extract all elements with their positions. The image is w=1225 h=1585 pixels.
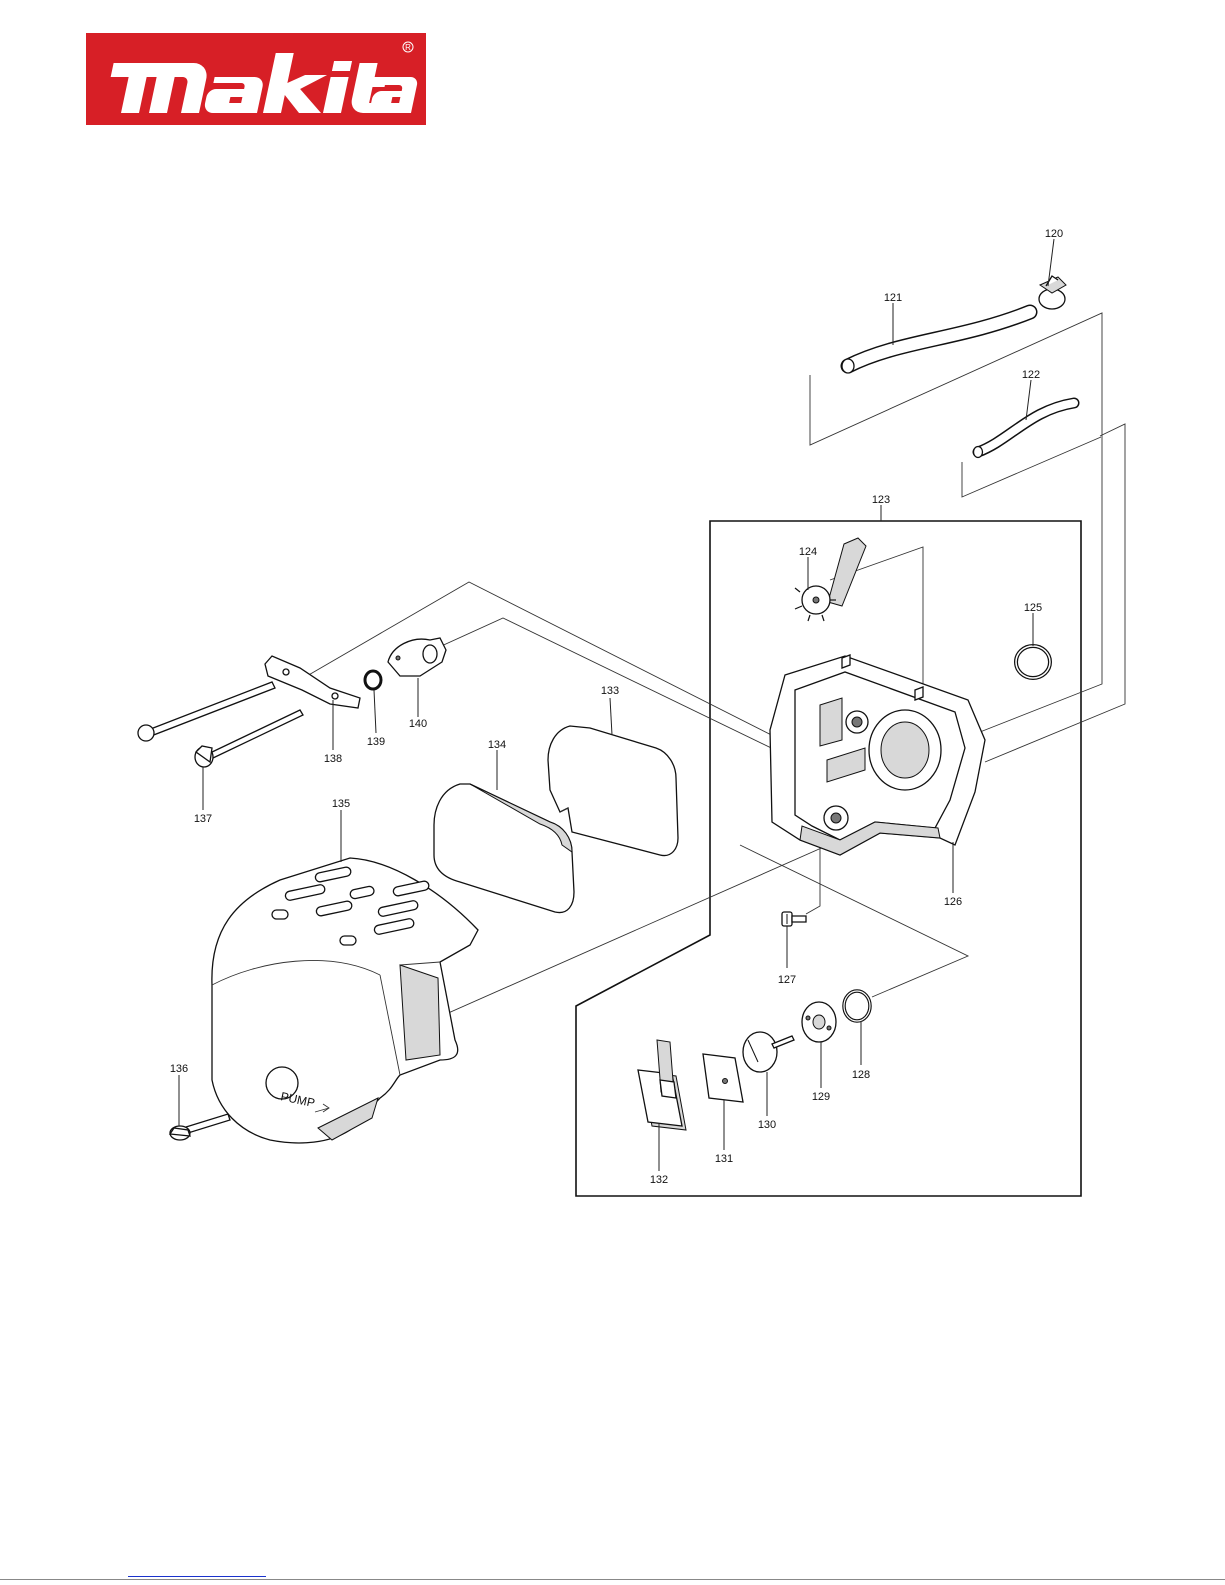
part-139-washer (365, 671, 381, 689)
part-122-return-hose (974, 403, 1075, 458)
part-number-123: 123 (872, 494, 890, 506)
part-132-choke-knob (638, 1040, 686, 1130)
part-127-screw (782, 912, 806, 926)
part-number-138: 138 (324, 753, 342, 765)
part-121-fuel-hose (842, 312, 1030, 373)
part-129-disc (802, 1002, 836, 1042)
part-number-140: 140 (409, 718, 427, 730)
part-138-bracket (138, 656, 360, 741)
part-number-132: 132 (650, 1174, 668, 1186)
footer-divider (0, 1579, 1225, 1580)
part-number-122: 122 (1022, 369, 1040, 381)
part-number-139: 139 (367, 736, 385, 748)
part-135-cover: PUMP (212, 858, 478, 1143)
part-number-121: 121 (884, 292, 902, 304)
part-125-o-ring (1016, 646, 1050, 678)
part-number-128: 128 (852, 1069, 870, 1081)
part-number-125: 125 (1024, 602, 1042, 614)
part-number-134: 134 (488, 739, 506, 751)
part-number-130: 130 (758, 1119, 776, 1131)
part-134-sponge (434, 784, 574, 913)
part-number-137: 137 (194, 813, 212, 825)
part-number-136: 136 (170, 1063, 188, 1075)
footer-link-underline[interactable] (128, 1576, 266, 1577)
part-130-choke-shutter (743, 1032, 794, 1072)
part-number-135: 135 (332, 798, 350, 810)
part-number-124: 124 (799, 546, 817, 558)
part-140-cam-plate (388, 638, 446, 676)
part-number-127: 127 (778, 974, 796, 986)
part-number-120: 120 (1045, 228, 1063, 240)
part-number-129: 129 (812, 1091, 830, 1103)
part-number-126: 126 (944, 896, 962, 908)
part-number-131: 131 (715, 1153, 733, 1165)
part-137-long-bolt (195, 710, 303, 767)
part-131-plate (703, 1054, 743, 1102)
part-number-133: 133 (601, 685, 619, 697)
part-128-o-ring (844, 991, 870, 1021)
part-126-air-cleaner-housing (770, 655, 985, 855)
part-120-clamp (1039, 276, 1066, 309)
